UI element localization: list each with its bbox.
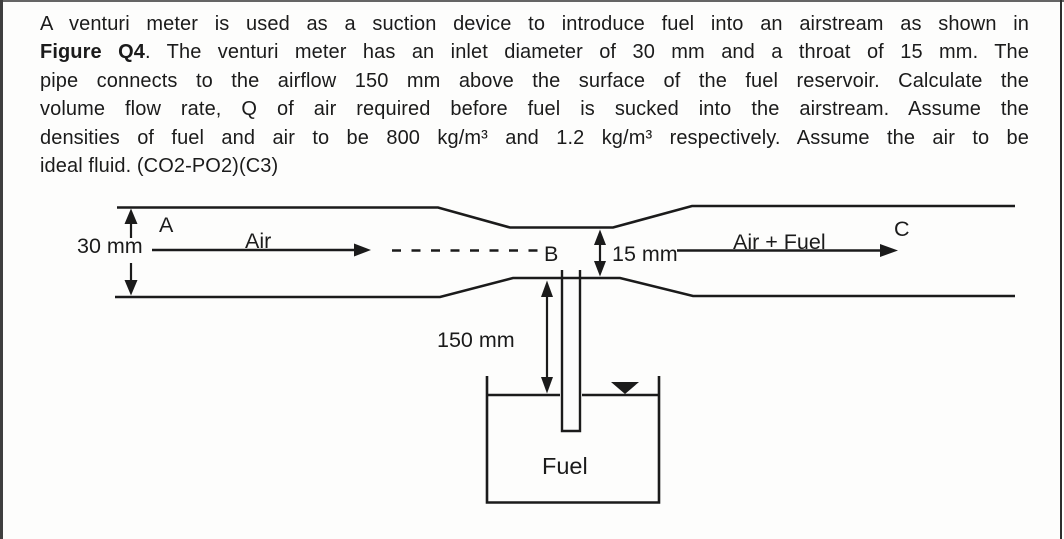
point-b-label: B: [544, 242, 558, 266]
scan-edge-left: [0, 0, 3, 539]
problem-line-6: ideal fluid. (CO2-PO2)(C3): [40, 152, 1029, 180]
inlet-diameter-label: 30 mm: [77, 234, 143, 258]
throat-dimension-arrow-down: [594, 261, 606, 277]
problem-line-3: pipe connects to the airflow 150 mm abov…: [40, 67, 1029, 95]
problem-statement: A venturi meter is used as a suction dev…: [40, 10, 1029, 180]
scan-edge-top: [0, 0, 1064, 2]
point-c-label: C: [894, 217, 910, 241]
air-flow-arrow: [152, 243, 371, 257]
scan-edge-right: [1060, 0, 1062, 539]
problem-line-5: densities of fuel and air to be 800 kg/m…: [40, 124, 1029, 152]
air-fuel-arrowhead: [880, 244, 898, 257]
air-fuel-label: Air + Fuel: [733, 230, 826, 254]
problem-line-2: Figure Q4. The venturi meter has an inle…: [40, 38, 1029, 66]
height-label: 150 mm: [437, 328, 515, 352]
air-flow-arrowhead: [354, 243, 371, 257]
inlet-dimension-arrow-up: [124, 208, 138, 224]
problem-text-3: pipe connects to the airflow 150 mm abov…: [40, 69, 1029, 92]
inlet-diameter-dimension: [124, 208, 138, 296]
fuel-level-indicator-icon: [611, 382, 639, 394]
problem-text-1: A venturi meter is used as a suction dev…: [40, 13, 1029, 35]
fuel-label: Fuel: [542, 453, 588, 479]
problem-line-1: A venturi meter is used as a suction dev…: [40, 10, 1029, 38]
height-dimension-arrow-down: [541, 377, 553, 394]
throat-dimension-arrow-up: [594, 229, 606, 245]
point-a-label: A: [159, 213, 174, 237]
fuel-tank: [485, 376, 661, 504]
height-dimension-arrow-up: [541, 280, 553, 297]
throat-diameter-dimension: [594, 229, 606, 277]
problem-text-2: . The venturi meter has an inlet diamete…: [144, 41, 1029, 64]
problem-line-4: volume flow rate, Q of air required befo…: [40, 95, 1029, 123]
throat-diameter-label: 15 mm: [612, 242, 678, 266]
pipe-upper-wall: [117, 204, 1015, 229]
pipe-lower-wall: [115, 276, 1015, 299]
suction-tube: [560, 270, 582, 433]
problem-text-4: volume flow rate, Q of air required befo…: [40, 98, 1029, 121]
figure-reference: Figure Q4: [40, 41, 145, 64]
height-dimension: [541, 280, 553, 394]
air-label: Air: [245, 229, 271, 253]
problem-text-6: ideal fluid. (CO2-PO2)(C3): [40, 155, 279, 178]
problem-text-5: densities of fuel and air to be 800 kg/m…: [40, 126, 1029, 149]
air-fuel-flow-arrow: [677, 244, 898, 257]
inlet-dimension-arrow-down: [124, 280, 138, 296]
